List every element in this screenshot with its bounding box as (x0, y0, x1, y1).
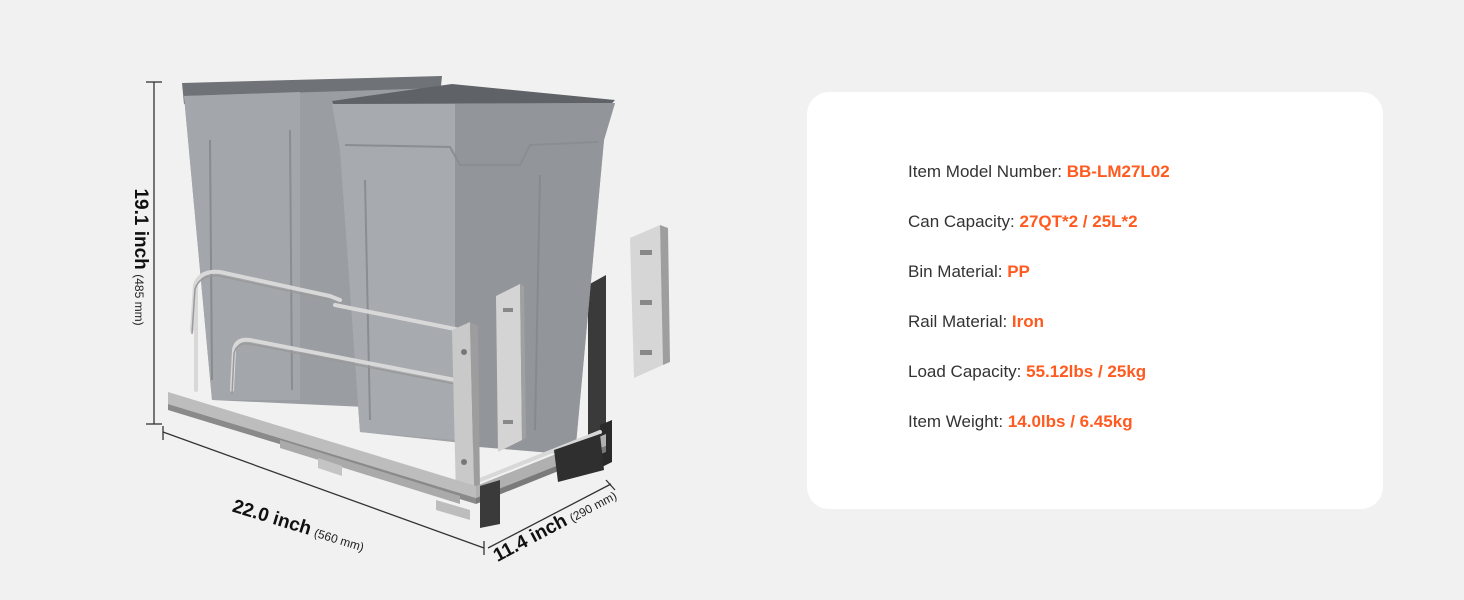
right-bin (332, 84, 615, 455)
spec-label: Item Weight: (908, 412, 1008, 431)
spec-row-item-weight: Item Weight: 14.0lbs / 6.45kg (908, 412, 1133, 432)
spec-value: BB-LM27L02 (1066, 162, 1170, 181)
height-value: 19.1 inch (130, 188, 151, 270)
wire-frame-shadow (191, 275, 456, 395)
side-bracket (630, 225, 670, 378)
spec-row-rail-material: Rail Material: Iron (908, 312, 1044, 332)
height-metric: (485 mm) (132, 274, 146, 326)
product-illustration: 19.1 inch (485 mm) 22.0 inch (560 mm) 11… (129, 76, 670, 567)
spec-row-can-capacity: Can Capacity: 27QT*2 / 25L*2 (908, 212, 1138, 232)
spec-value: 27QT*2 / 25L*2 (1019, 212, 1138, 231)
height-dimension-label: 19.1 inch (485 mm) (129, 157, 151, 357)
spec-value: PP (1007, 262, 1030, 281)
wire-frame (190, 269, 602, 482)
spec-label: Load Capacity: (908, 362, 1027, 381)
spec-value: 55.12lbs / 25kg (1026, 362, 1147, 381)
spec-label: Bin Material: (908, 262, 1008, 281)
spec-label: Rail Material: (908, 312, 1012, 331)
spec-row-load-capacity: Load Capacity: 55.12lbs / 25kg (908, 362, 1146, 382)
spec-row-model-number: Item Model Number: BB-LM27L02 (908, 162, 1170, 182)
spec-value: 14.0lbs / 6.45kg (1007, 412, 1133, 431)
base-rails (168, 392, 606, 528)
spec-label: Item Model Number: (908, 162, 1067, 181)
spec-row-bin-material: Bin Material: PP (908, 262, 1030, 282)
spec-label: Can Capacity: (908, 212, 1020, 231)
spec-card: Item Model Number: BB-LM27L02 Can Capaci… (807, 92, 1383, 509)
spec-value: Iron (1011, 312, 1045, 331)
pull-out-trash-can-image (146, 76, 670, 555)
mounting-plate (496, 284, 526, 452)
dimension-lines (146, 81, 616, 555)
front-bracket (452, 322, 480, 496)
